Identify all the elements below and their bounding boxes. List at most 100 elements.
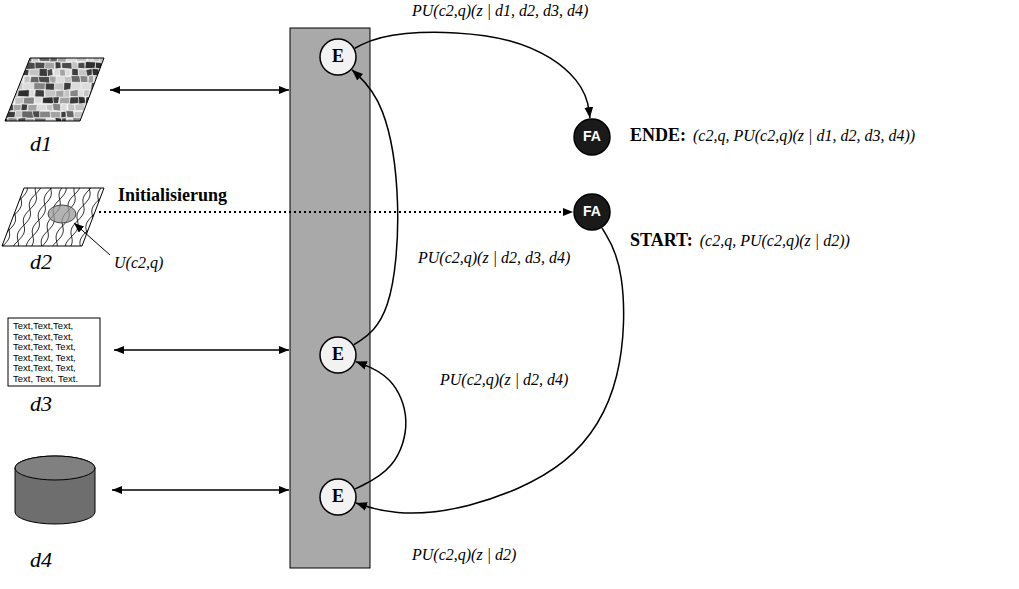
mosaic-cell [17,90,30,97]
mosaic-cell [44,90,56,98]
state-circle-shape [574,194,610,230]
mosaic-cell [104,75,116,83]
mosaic-cell [104,69,117,76]
mosaic-cell [24,76,30,84]
mosaic-cell [46,104,53,111]
mosaic-cell [85,61,96,68]
mosaic-cell [66,111,75,118]
mosaic-cell [103,111,113,119]
probability-flow [355,362,406,489]
estimator-circle: E [319,336,357,374]
mosaic-cell [106,56,118,63]
mosaic-cell [6,75,13,83]
mosaic-cell [0,62,3,68]
double-arrow [112,489,289,491]
database-top [15,456,95,480]
heading-label: ENDE: [630,126,686,146]
probability-flow [355,32,590,118]
mosaic-cell [2,63,15,70]
mosaic-cell [42,97,54,104]
region-ellipse [48,205,76,223]
fiber-line [12,184,37,250]
mosaic-cell [56,76,65,83]
mosaic-cell [26,118,35,125]
estimator-circle-shape [320,39,356,75]
text-document [8,318,100,386]
mosaic-cell [64,82,72,90]
mosaic-cell [0,82,8,90]
document-text: Text,Text,Text, [13,332,73,342]
mosaic-cell [12,55,21,62]
mosaic-cell [99,117,109,125]
mosaic-cell [14,62,25,70]
probability-label: PU(c2,q)(z | d1, d2, d3, d4) [412,2,588,20]
document-text: Text,Text, Text, [13,353,76,363]
mosaic-cell [85,111,95,118]
node-label: E [332,487,344,507]
mosaic-cell [65,69,71,76]
source-label: d2 [30,250,52,274]
probability-flow [356,228,624,513]
mosaic-cell [35,89,45,97]
mosaic-cell [0,55,12,63]
source-label: d3 [30,392,52,416]
mosaic-cell [34,83,46,90]
mosaic-cell [29,69,40,76]
mosaic-cell [0,69,6,77]
mosaic-cell [0,110,4,117]
node-label: E [332,345,344,365]
heading-label: START: [630,231,693,251]
double-arrow [114,349,289,351]
mosaic-cell [22,83,34,91]
probability-label: PU(c2,q)(z | d2, d3, d4) [418,249,570,267]
mosaic-cell [0,75,6,82]
node-label: E [332,47,344,67]
mosaic-cell [39,69,48,77]
formula-label: U(c2,q) [114,254,163,272]
image-outline [2,188,104,246]
mosaic-cell [34,97,42,104]
mosaic-cell [105,97,115,105]
mosaic-image [0,54,118,126]
mosaic-cell [62,118,67,126]
mosaic-cell [75,103,85,111]
mosaic-cell [68,104,75,112]
mosaic-cell [83,89,89,96]
document-text: Text, Text, Text. [13,374,78,384]
mosaic-cell [34,118,46,125]
mosaic-cell [47,68,53,76]
estimator-circle: E [319,38,357,76]
mosaic-cell [56,90,65,97]
mosaic-cell [23,97,34,104]
mosaic-cell [88,75,94,83]
mosaic-cell [4,111,16,118]
formula-label: (c2,q, PU(c2,q)(z | d2)) [700,232,850,250]
mosaic-cell [72,68,79,76]
formula-label: (c2,q, PU(c2,q)(z | d1, d2, d3, d4)) [693,127,915,145]
mosaic-cell [71,82,83,90]
mosaic-cell [20,55,32,63]
fiber-line [26,184,51,250]
mosaic-cell [95,111,103,118]
state-circle: FA [573,193,611,231]
initialization-arrow [99,211,573,213]
probability-label: PU(c2,q)(z | d2) [412,546,516,564]
estimator-circle: E [319,478,357,516]
mosaic-cell [78,62,85,69]
node-label: FA [583,204,601,219]
mosaic-cell [80,75,88,82]
mosaic-cell [88,118,100,125]
mosaic-cell [21,104,28,111]
heading-label: Initialisierung [118,186,227,206]
document-text: Text,Text, Text, [13,363,76,373]
mosaic-cell [54,68,60,76]
mosaic-cell [6,69,18,77]
source-label: d1 [30,132,52,156]
mosaic-cell [54,83,63,91]
mosaic-cell [97,96,106,104]
document-text: Text,Text, Text, [13,342,76,352]
mosaic-cell [8,118,17,126]
mosaic-cell [83,118,89,126]
